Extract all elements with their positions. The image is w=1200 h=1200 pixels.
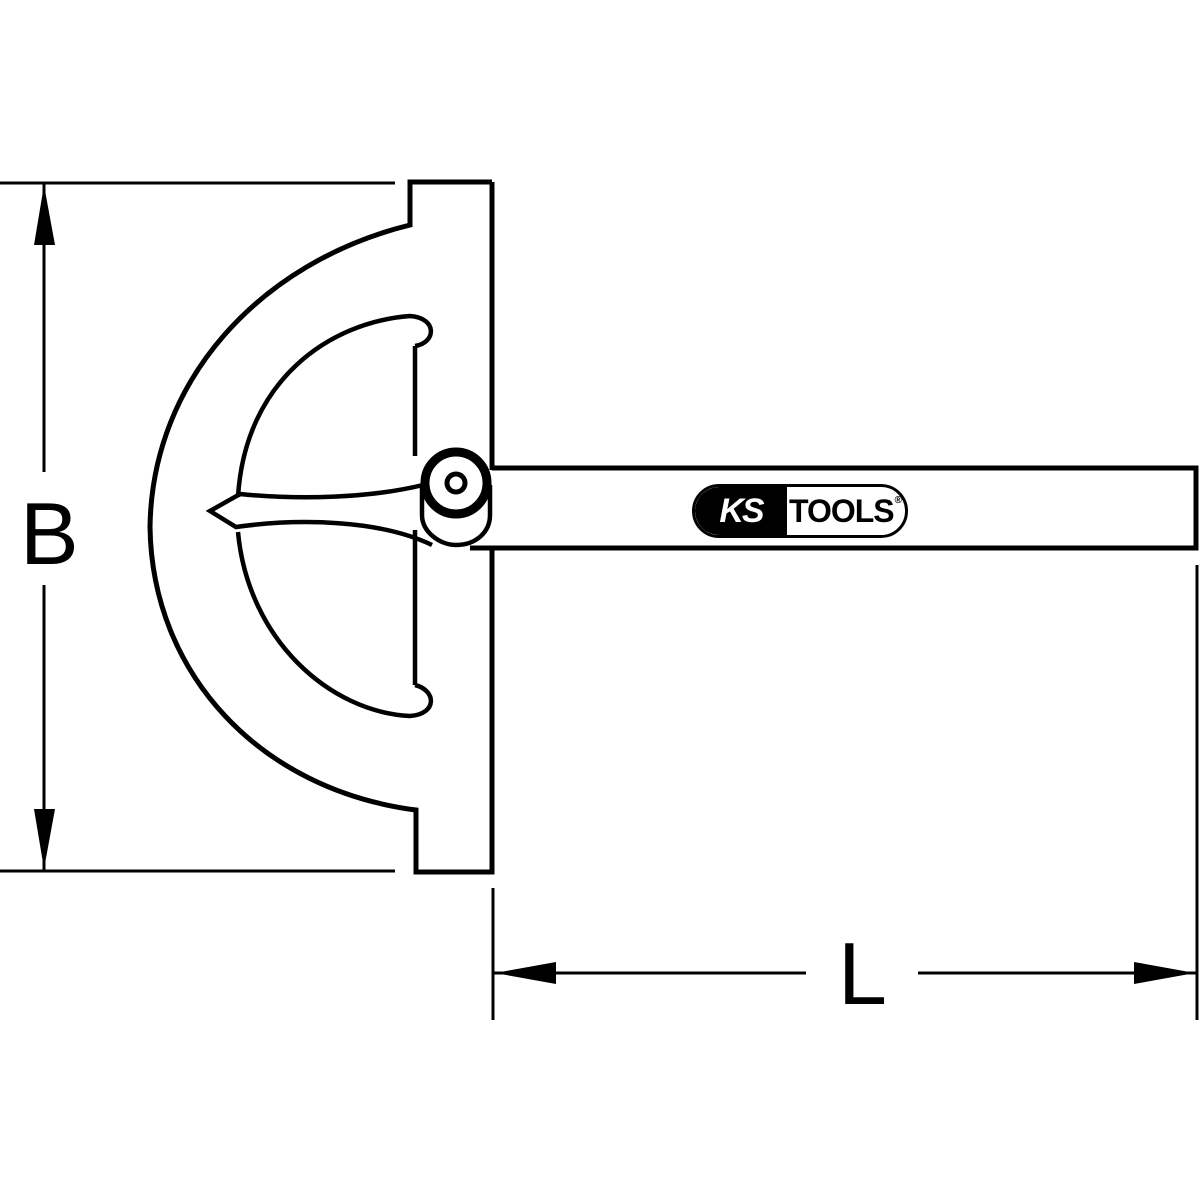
pointer-needle xyxy=(205,482,433,548)
protractor-head-outline xyxy=(147,179,495,875)
dim-b-arrow-up-icon xyxy=(34,185,55,245)
brand-logo-tools-text: TOOLS xyxy=(789,492,895,529)
dimension-label-b: B xyxy=(20,484,79,583)
dim-b-arrow-down-icon xyxy=(34,809,55,869)
protractor-inner-cutout xyxy=(235,313,434,498)
dim-l-arrow-right-icon xyxy=(1134,962,1195,984)
brand-logo-tools: TOOLS ® xyxy=(787,487,902,535)
dim-l-arrow-left-icon xyxy=(495,962,556,984)
registered-mark-icon: ® xyxy=(894,495,902,506)
protractor-inner-cutout-lower xyxy=(235,531,434,719)
pivot-screw xyxy=(444,471,468,495)
blade-outline xyxy=(470,465,1199,551)
brand-logo-ks: KS xyxy=(695,487,787,535)
dimension-label-l: L xyxy=(838,924,887,1023)
pivot-knob-body xyxy=(419,485,493,548)
brand-logo: KS TOOLS ® xyxy=(692,484,908,538)
